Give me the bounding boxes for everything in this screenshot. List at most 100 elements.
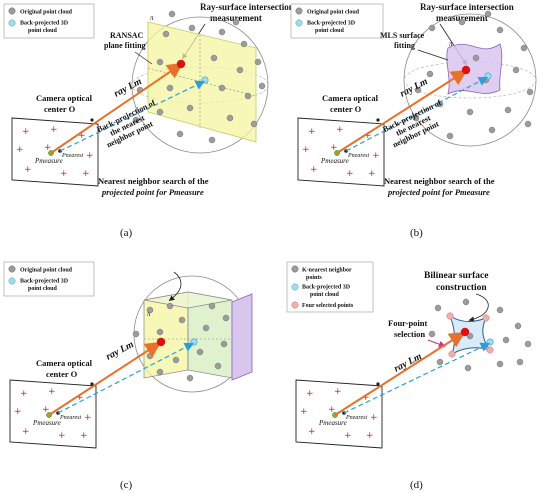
svg-text:+: + bbox=[78, 131, 86, 141]
legend-backprojected-2: point cloud bbox=[315, 28, 345, 34]
legend-cyan-point bbox=[291, 283, 299, 291]
p-nearest-label: Pnearest bbox=[347, 153, 369, 159]
svg-text:+: + bbox=[80, 431, 88, 441]
svg-text:+: + bbox=[302, 145, 310, 155]
title-pointer bbox=[468, 293, 489, 322]
nn-label-1: Nearest neighbor search of the bbox=[384, 176, 495, 186]
backproj-label: Back-projection of the nearest neighbor … bbox=[381, 98, 442, 149]
original-point-cloud bbox=[412, 10, 534, 140]
svg-text:+: + bbox=[330, 143, 338, 153]
svg-text:+: + bbox=[334, 387, 342, 397]
svg-text:+: + bbox=[308, 427, 316, 437]
pi-label: π bbox=[449, 40, 453, 48]
intersection-point bbox=[460, 327, 470, 337]
caption-b: (b) bbox=[410, 227, 423, 239]
p-nearest-label: Pnearest bbox=[59, 415, 81, 421]
fit-label-1: MLS surface bbox=[380, 31, 425, 40]
mls-surface bbox=[446, 43, 503, 95]
title-line1: Ray-surface intersection bbox=[420, 2, 514, 12]
legend-backprojected-2: point cloud bbox=[310, 292, 340, 298]
image-plane bbox=[297, 117, 385, 187]
backprojection-ray bbox=[345, 76, 489, 152]
legend-backprojected: Back-projected 3D bbox=[307, 21, 356, 27]
camera-label-1: Camera optical bbox=[322, 93, 379, 103]
camera-label-2: center O bbox=[330, 104, 362, 114]
legend-backprojected: Back-projected 3D bbox=[20, 279, 69, 285]
p-measure-label: Pmeasure bbox=[32, 419, 61, 427]
svg-text:+: + bbox=[336, 125, 344, 135]
nn-label-2: projected point for Pmeasure bbox=[387, 187, 490, 197]
backprojected-point bbox=[201, 76, 209, 84]
ray-lm bbox=[48, 341, 162, 416]
ray-label: ray Lm bbox=[392, 351, 424, 375]
p-measure-label: Pmeasure bbox=[318, 419, 347, 427]
image-plane bbox=[9, 379, 97, 449]
svg-text:+: + bbox=[22, 427, 30, 437]
svg-text:+: + bbox=[370, 413, 378, 423]
fit-label-2: plane fitting bbox=[104, 41, 146, 50]
sphere-equator bbox=[131, 66, 269, 104]
backprojected-point bbox=[190, 338, 198, 346]
original-point-cloud bbox=[428, 298, 532, 372]
plane-grid-line bbox=[147, 67, 257, 97]
legend-cyan-point bbox=[8, 19, 16, 27]
panel-c: Original point cloud Back-projected 3D p… bbox=[3, 261, 253, 491]
svg-text:+: + bbox=[366, 431, 374, 441]
legend-grey-point bbox=[295, 7, 303, 15]
image-crosses: +++ +++ +++ bbox=[300, 387, 378, 441]
svg-text:+: + bbox=[328, 405, 336, 415]
image-crosses: +++ +++ +++ bbox=[16, 125, 94, 179]
fit-label-2: fitting bbox=[394, 41, 415, 50]
legend-cyan-point bbox=[8, 277, 16, 285]
four-label-1: Four-point bbox=[388, 318, 428, 328]
title-line2: measurement bbox=[210, 13, 262, 23]
legend-backprojected: Back-projected 3D bbox=[302, 285, 351, 291]
intersection-point bbox=[176, 59, 186, 69]
legend-knn: K-nearest neighbor bbox=[302, 268, 352, 274]
svg-text:+: + bbox=[16, 145, 24, 155]
backprojection-ray bbox=[57, 342, 195, 414]
svg-text:+: + bbox=[50, 125, 58, 135]
p-nearest-label: Pnearest bbox=[61, 153, 83, 159]
caption-c: (c) bbox=[120, 479, 133, 491]
legend-original: Original point cloud bbox=[20, 10, 73, 16]
camera-label-1: Camera optical bbox=[36, 93, 93, 103]
svg-text:+: + bbox=[86, 151, 94, 161]
legend-cyan-point bbox=[295, 19, 303, 27]
svg-text:+: + bbox=[300, 407, 308, 417]
backprojection-ray bbox=[343, 342, 491, 414]
image-crosses: +++ +++ +++ bbox=[302, 125, 380, 179]
legend-backprojected-2: point cloud bbox=[28, 286, 58, 292]
title-line2: measurement bbox=[436, 13, 488, 23]
legend-box bbox=[3, 3, 95, 39]
svg-text:+: + bbox=[22, 127, 30, 137]
image-plane bbox=[295, 379, 383, 449]
camera-label-2: center O bbox=[46, 369, 78, 379]
svg-text:+: + bbox=[368, 169, 376, 179]
fit-pointer bbox=[417, 49, 449, 61]
camera-center-point bbox=[376, 382, 380, 386]
title-line2: construction bbox=[436, 283, 487, 293]
panel-a: Original point cloud Back-projected 3D p… bbox=[3, 2, 294, 239]
nn-label-1: Nearest neighbor search of the bbox=[98, 176, 209, 186]
legend-original: Original point cloud bbox=[307, 10, 360, 16]
pointer-curve bbox=[168, 271, 182, 301]
svg-text:+: + bbox=[84, 413, 92, 423]
intersection-point bbox=[461, 65, 471, 75]
backprojection-ray bbox=[59, 80, 206, 152]
backprojected-point bbox=[486, 338, 494, 346]
svg-text:+: + bbox=[372, 151, 380, 161]
fit-pointer bbox=[134, 51, 153, 65]
svg-text:+: + bbox=[306, 389, 314, 399]
panel-d: K-nearest neighbor points Back-projected… bbox=[286, 261, 532, 491]
svg-text:+: + bbox=[362, 393, 370, 403]
svg-text:+: + bbox=[344, 431, 352, 441]
panel-b: Original point cloud Back-projected 3D p… bbox=[290, 2, 537, 239]
original-point-cloud bbox=[132, 10, 266, 144]
p-nearest-label: Pnearest bbox=[345, 415, 367, 421]
pi-label: π bbox=[150, 14, 154, 22]
caption-d: (d) bbox=[410, 479, 423, 491]
ransac-plane bbox=[147, 21, 257, 143]
legend-grey-point bbox=[8, 265, 16, 273]
four-pointer bbox=[427, 339, 446, 348]
